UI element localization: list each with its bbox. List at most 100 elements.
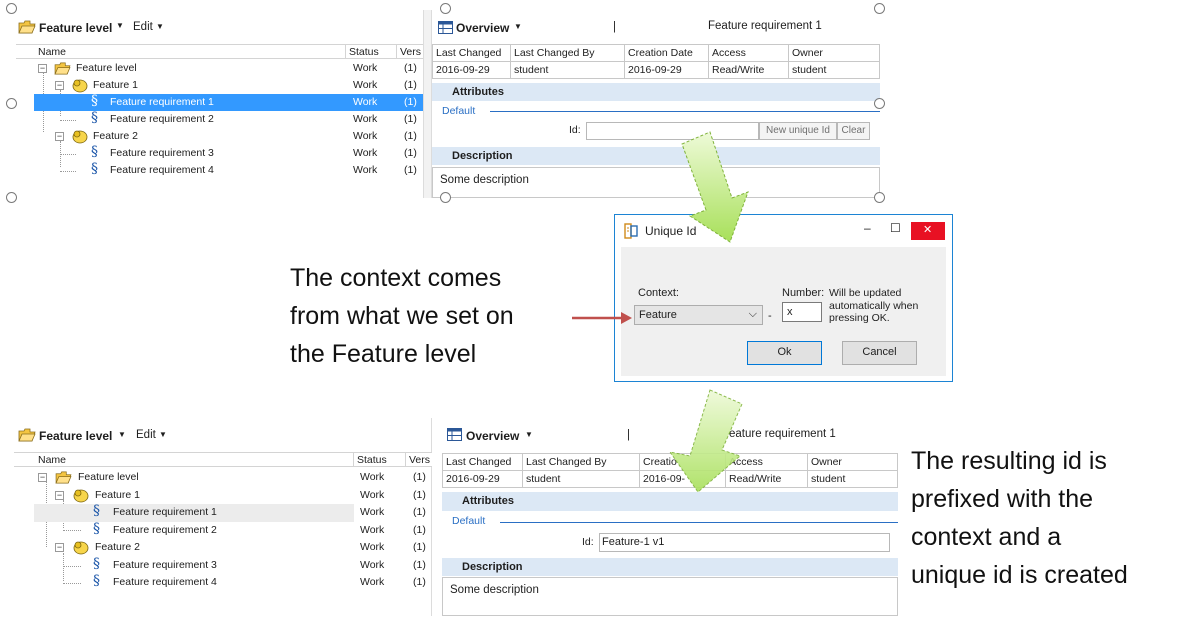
- column-version[interactable]: Vers: [409, 454, 431, 466]
- value-last-changed-by: student: [510, 61, 625, 79]
- feature-icon: [73, 541, 89, 555]
- resize-handle[interactable]: [440, 3, 451, 14]
- tree-title[interactable]: Feature level: [39, 21, 113, 35]
- tree-row[interactable]: − Feature 1 Work (1): [34, 487, 432, 505]
- tree-row-label: Feature 1: [95, 489, 140, 501]
- collapse-icon[interactable]: −: [55, 131, 64, 141]
- tree-row[interactable]: § Feature requirement 3 Work (1): [34, 144, 423, 162]
- collapse-icon[interactable]: −: [55, 542, 64, 552]
- number-field[interactable]: x: [782, 302, 822, 322]
- tree-row-status: Work: [360, 576, 385, 588]
- tree-row[interactable]: − Feature level Work (1): [34, 469, 432, 487]
- close-icon: ✕: [923, 224, 933, 236]
- resize-handle[interactable]: [874, 3, 885, 14]
- resize-handle[interactable]: [6, 3, 17, 14]
- description-header[interactable]: Description: [442, 558, 898, 576]
- chevron-down-icon[interactable]: ▼: [525, 430, 533, 439]
- context-select[interactable]: Feature ⌵: [634, 305, 763, 325]
- description-text[interactable]: Some description: [432, 167, 880, 198]
- new-unique-id-button[interactable]: New unique Id: [759, 122, 837, 140]
- tree-row-label: Feature requirement 3: [113, 559, 217, 571]
- collapse-icon[interactable]: −: [38, 63, 47, 73]
- tree-row-version: (1): [413, 489, 426, 501]
- tree-row[interactable]: § Feature requirement 2 Work (1): [34, 110, 423, 128]
- minimize-button[interactable]: –: [864, 221, 871, 235]
- edit-menu[interactable]: Edit: [136, 429, 156, 441]
- ok-button[interactable]: Ok: [747, 341, 822, 365]
- id-label: Id:: [569, 124, 581, 136]
- chevron-down-icon[interactable]: ▼: [116, 21, 124, 30]
- tree-row[interactable]: − Feature 2 Work (1): [34, 128, 423, 145]
- unique-id-dialog: Unique Id – ☐ ✕ Context: Feature ⌵ - Num…: [614, 214, 953, 382]
- tree-row[interactable]: − Feature 2 Work (1): [34, 539, 432, 557]
- resize-handle[interactable]: [440, 192, 451, 203]
- section-icon: §: [91, 161, 98, 177]
- close-button[interactable]: ✕: [911, 222, 945, 240]
- tree-row-status: Work: [353, 79, 378, 91]
- tree-row-version: (1): [413, 506, 426, 518]
- tree-row[interactable]: § Feature requirement 2 Work (1): [34, 521, 432, 540]
- tab-default[interactable]: Default: [452, 515, 486, 527]
- column-version[interactable]: Vers: [400, 46, 422, 58]
- column-name[interactable]: Name: [38, 454, 67, 466]
- overview-grid-icon: [447, 428, 462, 441]
- chevron-down-icon[interactable]: ▼: [156, 22, 164, 31]
- tree-row-label: Feature requirement 2: [110, 113, 214, 125]
- description-text[interactable]: Some description: [442, 577, 898, 616]
- chevron-down-icon[interactable]: ▼: [514, 22, 522, 31]
- edit-menu[interactable]: Edit: [133, 21, 153, 33]
- tab-default[interactable]: Default: [442, 105, 476, 117]
- tree-row[interactable]: − Feature 1 Work (1): [34, 77, 423, 94]
- top-overview-panel: Overview ▼ | Feature requirement 1 Last …: [432, 10, 880, 198]
- folder-icon: [54, 62, 71, 75]
- tree-row[interactable]: − Feature level Work (1): [34, 60, 423, 77]
- result-note: The resulting id is prefixed with the co…: [911, 442, 1128, 594]
- cancel-button[interactable]: Cancel: [842, 341, 917, 365]
- resize-handle[interactable]: [874, 192, 885, 203]
- tree-row[interactable]: § Feature requirement 4 Work (1): [34, 161, 423, 179]
- tab-underline: [500, 522, 898, 523]
- maximize-button[interactable]: ☐: [890, 221, 901, 235]
- column-status[interactable]: Status: [357, 454, 387, 466]
- resize-handle[interactable]: [874, 98, 885, 109]
- toolbar-separator: |: [627, 429, 630, 441]
- chevron-down-icon[interactable]: ▼: [159, 430, 167, 439]
- toolbar-separator: |: [613, 21, 616, 33]
- resize-handle[interactable]: [6, 98, 17, 109]
- tree-row-selected[interactable]: § Feature requirement 1 Work (1): [34, 93, 423, 111]
- attributes-header[interactable]: Attributes: [432, 83, 880, 101]
- unique-id-app-icon: [624, 223, 638, 239]
- properties-table: Last Changed Last Changed By Creation Da…: [432, 44, 880, 79]
- tree-row-version: (1): [404, 96, 417, 108]
- value-last-changed: 2016-09-29: [442, 470, 523, 488]
- folder-icon: [18, 428, 36, 442]
- resize-handle[interactable]: [6, 192, 17, 203]
- panel-divider[interactable]: [423, 10, 432, 198]
- column-name[interactable]: Name: [38, 46, 67, 58]
- clear-button[interactable]: Clear: [837, 122, 870, 140]
- header-owner: Owner: [788, 44, 880, 62]
- collapse-icon[interactable]: −: [55, 490, 64, 500]
- attributes-header[interactable]: Attributes: [442, 492, 898, 511]
- column-status[interactable]: Status: [349, 46, 379, 58]
- description-header[interactable]: Description: [432, 147, 880, 165]
- tree-row-version: (1): [404, 79, 417, 91]
- bottom-tree-panel: Feature level ▼ Edit ▼ Name Status Vers …: [14, 418, 432, 616]
- overview-title[interactable]: Overview: [466, 429, 520, 443]
- tree-row[interactable]: § Feature requirement 4 Work (1): [34, 573, 432, 592]
- tree-row-status: Work: [360, 524, 385, 536]
- collapse-icon[interactable]: −: [38, 472, 47, 482]
- tree-row-selected[interactable]: § Feature requirement 1: [34, 503, 354, 522]
- overview-title[interactable]: Overview: [456, 21, 510, 35]
- id-input[interactable]: [586, 122, 759, 140]
- tree-row-status: Work: [353, 164, 378, 176]
- chevron-down-icon[interactable]: ▼: [118, 430, 126, 439]
- tree-row[interactable]: § Feature requirement 3 Work (1): [34, 556, 432, 575]
- context-select-value: Feature: [639, 309, 677, 321]
- folder-icon: [18, 20, 36, 34]
- tree-title[interactable]: Feature level: [39, 429, 113, 443]
- tree-row-label: Feature level: [76, 62, 137, 74]
- id-input[interactable]: Feature-1 v1: [599, 533, 890, 552]
- tree-row-label: Feature level: [78, 471, 139, 483]
- collapse-icon[interactable]: −: [55, 80, 64, 90]
